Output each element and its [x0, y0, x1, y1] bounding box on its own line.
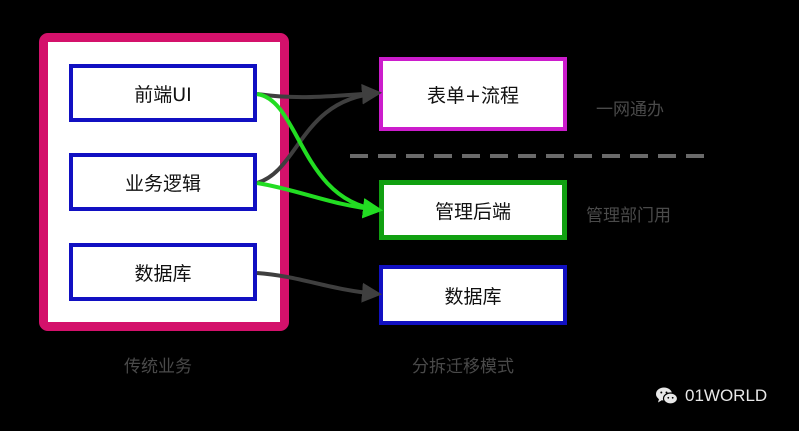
right-box-label: 数据库	[444, 285, 502, 308]
caption-split-migration: 分拆迁移模式	[412, 357, 514, 377]
arrow-frontend-to-admin	[256, 92, 383, 218]
left-box-label: 数据库	[134, 262, 192, 285]
arrow-db-to-db	[256, 271, 382, 303]
wechat-icon	[656, 387, 679, 405]
left-box-label: 业务逻辑	[124, 172, 201, 195]
left-box-frontend-ui: 前端UI	[69, 64, 257, 122]
watermark-text: 01WORLD	[685, 386, 768, 405]
arrow-logic-to-form	[256, 84, 382, 185]
right-box-label: 表单+流程	[427, 84, 519, 107]
watermark: 01WORLD	[655, 386, 767, 406]
side-label-one-stop: 一网通办	[596, 100, 664, 120]
right-box-database: 数据库	[379, 265, 567, 325]
left-box-label: 前端UI	[134, 83, 192, 106]
right-box-form-process: 表单+流程	[379, 57, 567, 131]
caption-traditional: 传统业务	[124, 357, 192, 377]
arrow-logic-to-admin	[256, 181, 383, 219]
left-box-database: 数据库	[69, 243, 257, 301]
right-box-admin-backend: 管理后端	[379, 180, 567, 240]
left-box-business-logic: 业务逻辑	[69, 153, 257, 211]
right-box-label: 管理后端	[434, 200, 511, 223]
side-label-admin-dept: 管理部门用	[586, 206, 671, 226]
